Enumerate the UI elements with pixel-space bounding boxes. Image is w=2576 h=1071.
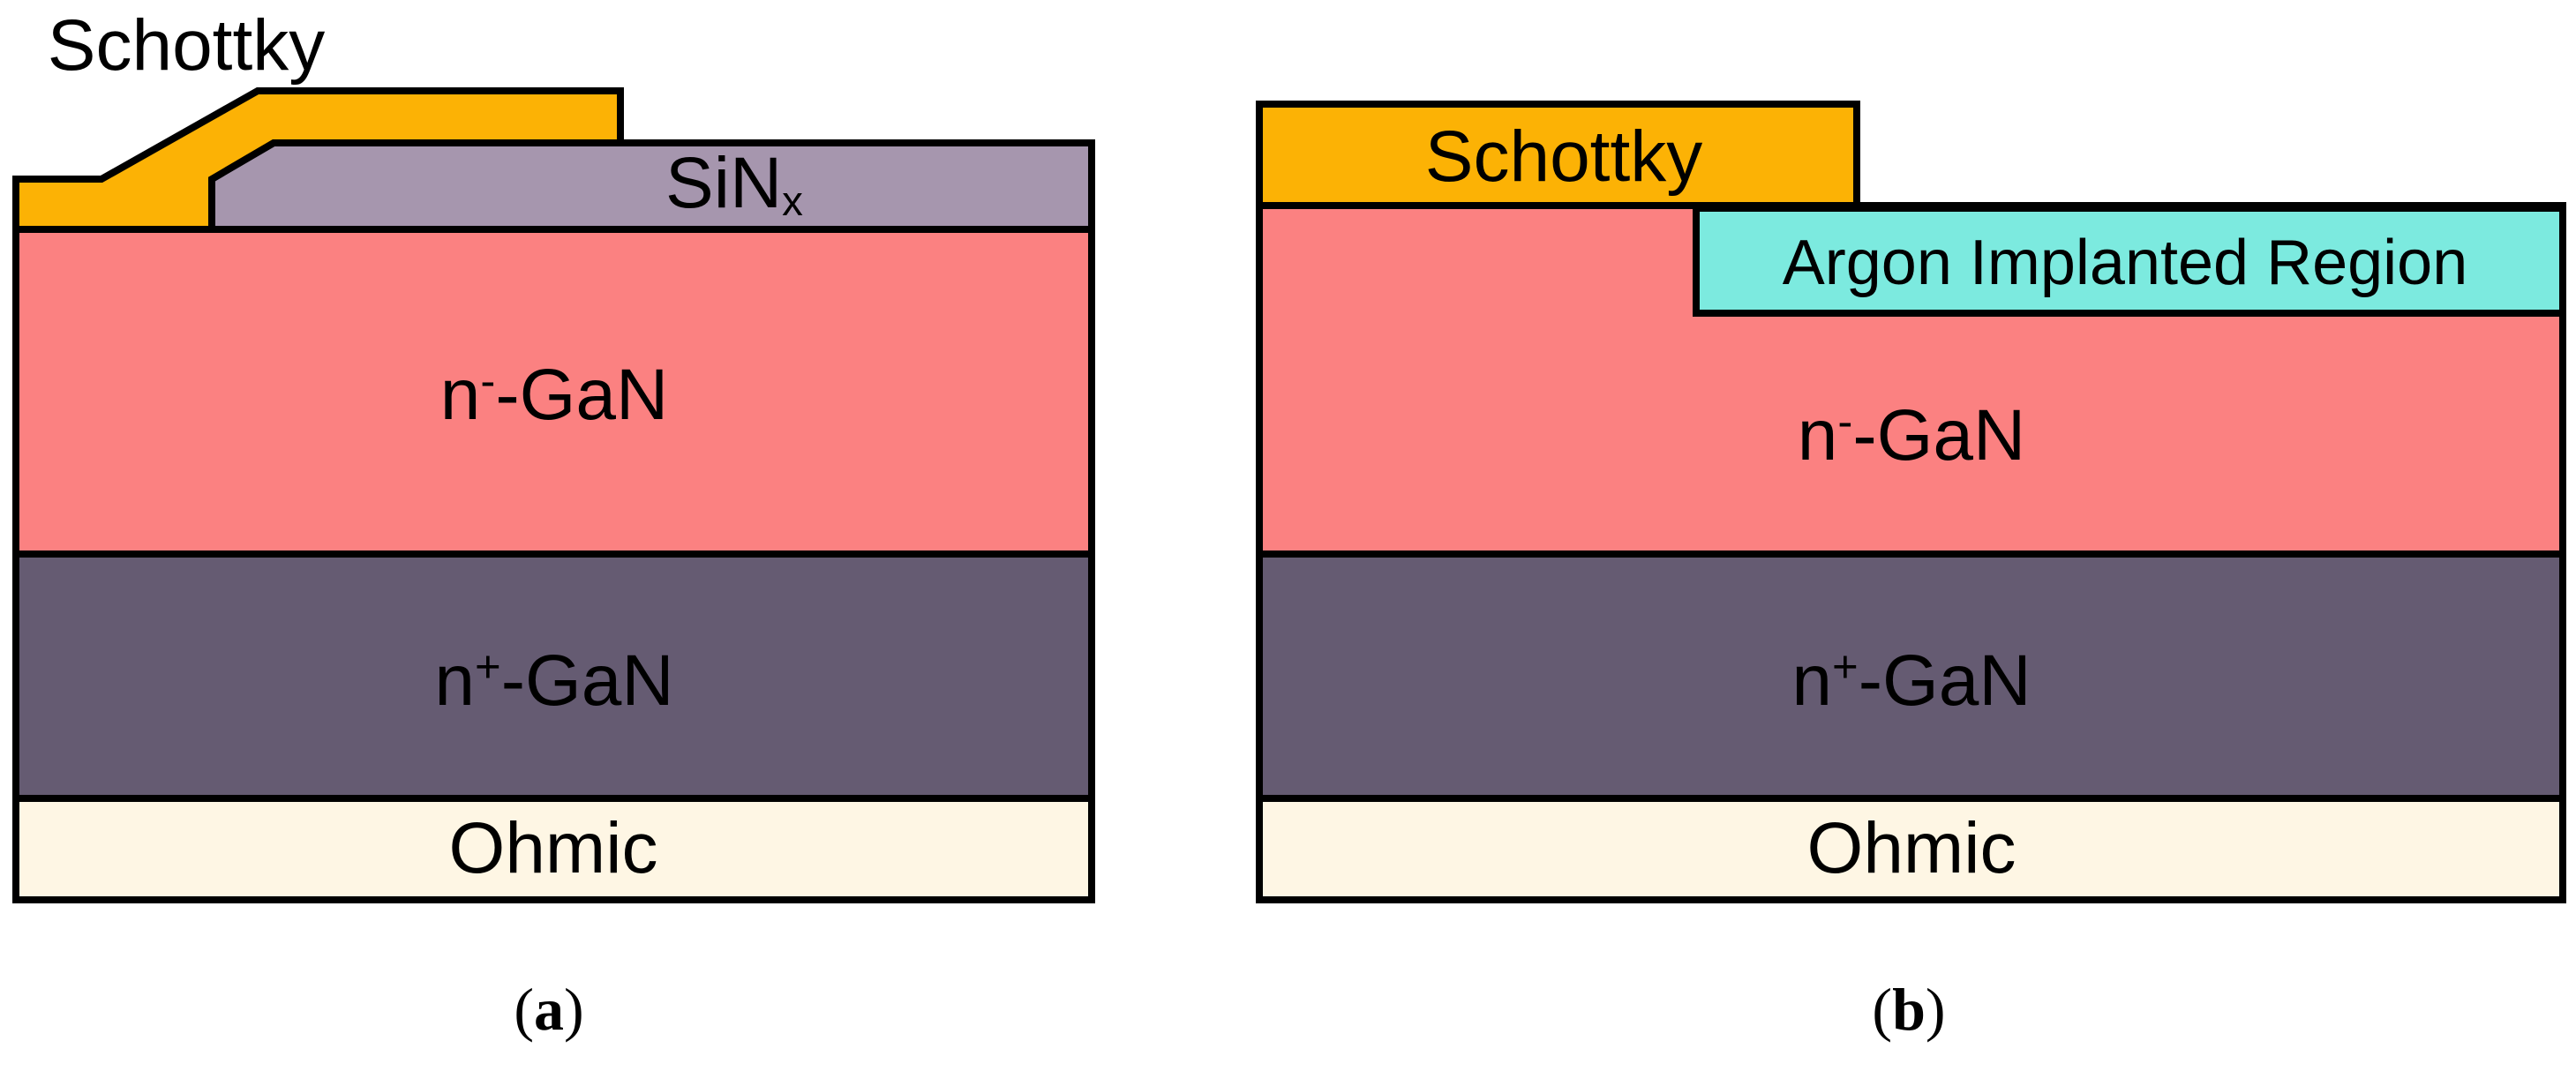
a-schottky-metal [12,87,624,233]
a-ohmic-label: Ohmic [448,808,658,888]
panel-a-caption: (a) [514,976,584,1043]
panel-b-caption: (b) [1872,976,1946,1043]
b-ohmic-layer [1256,795,2566,903]
a-n-minus-gan-layer [12,226,1095,558]
a-ohmic-layer [12,795,1095,903]
a-sinx-label: SiNx [665,143,803,225]
a-schottky-label: Schottky [47,5,326,86]
a-n-plus-gan-layer [12,550,1095,802]
b-schottky-label: Schottky [1424,116,1703,197]
b-argon-implanted-region-label: Argon Implanted Region [1782,228,2468,298]
b-argon-implanted-region [1693,205,2566,317]
b-ohmic-label: Ohmic [1806,808,2016,888]
panel-b-stack [1256,101,2566,903]
b-n-plus-gan-label: n+-GaN [1791,640,2032,721]
a-sinx-layer [208,139,1095,233]
a-n-minus-gan-label: n--GaN [439,355,669,435]
a-n-plus-gan-label: n+-GaN [434,640,674,721]
b-n-plus-gan-layer [1256,550,2566,802]
panel-a-stack [12,87,1095,903]
b-n-minus-gan-label: n--GaN [1797,395,2026,476]
b-schottky-metal [1256,101,1860,209]
